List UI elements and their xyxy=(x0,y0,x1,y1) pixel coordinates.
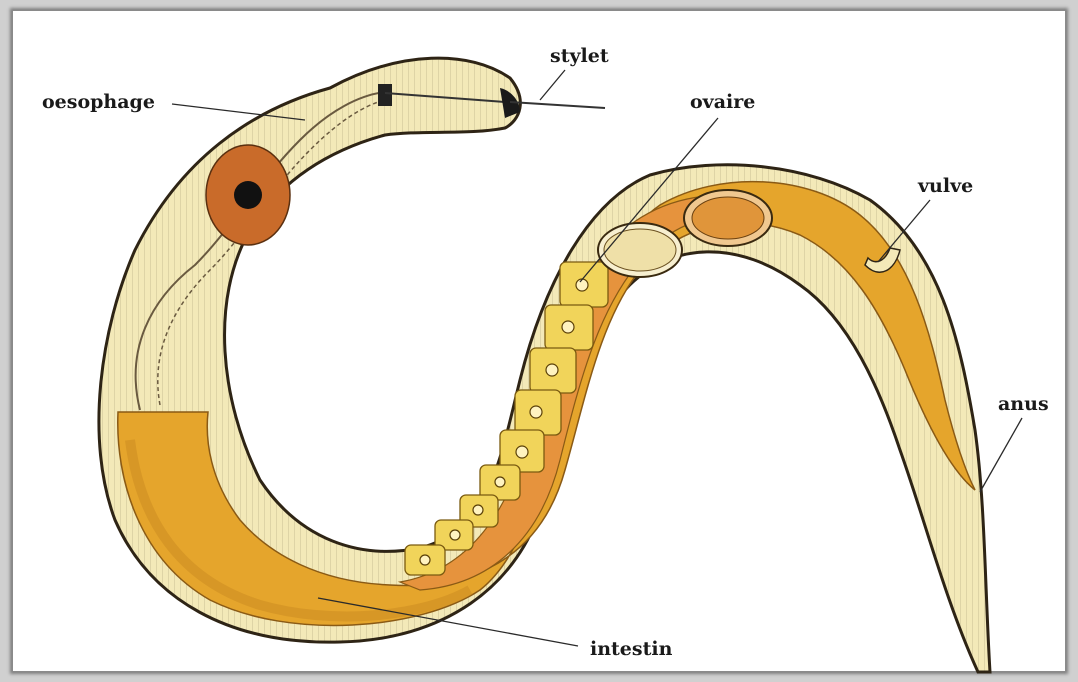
label-intestin: intestin xyxy=(590,638,673,660)
leader-stylet xyxy=(540,70,565,100)
label-oesophage: oesophage xyxy=(42,91,155,113)
stylet-knobs xyxy=(378,84,392,106)
label-vulve: vulve xyxy=(917,175,973,197)
label-stylet: stylet xyxy=(550,45,609,67)
bulb-valve xyxy=(234,181,262,209)
label-anus: anus xyxy=(998,393,1049,415)
label-ovaire: ovaire xyxy=(690,91,755,113)
leader-anus xyxy=(980,418,1022,492)
